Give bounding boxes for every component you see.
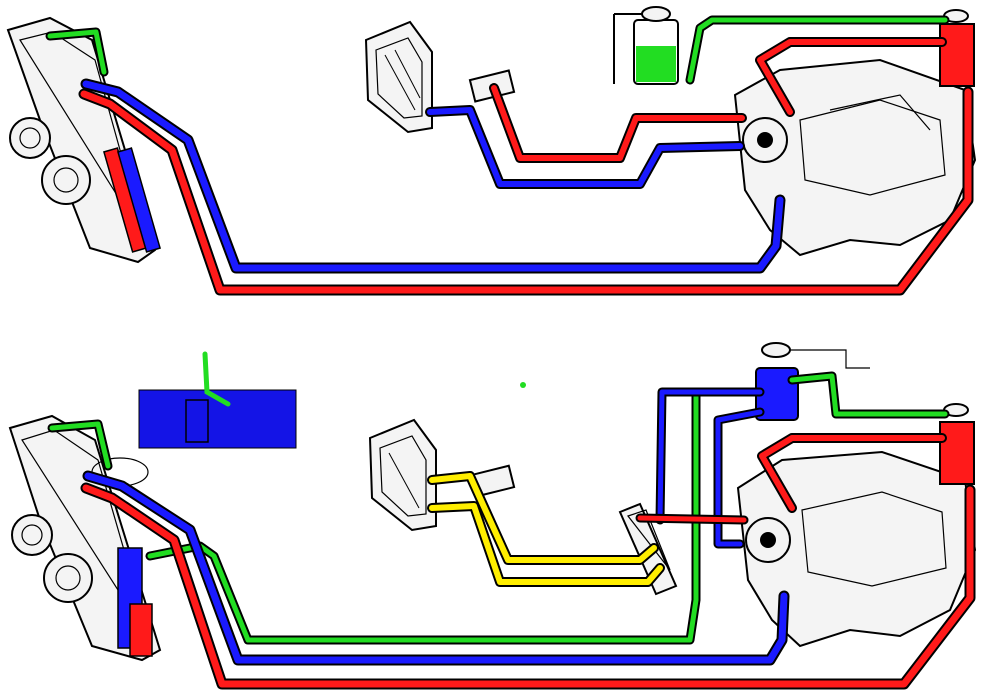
heater-core-icon (364, 20, 433, 134)
top-panel (6, 6, 977, 296)
expansion-tank-icon (939, 403, 975, 485)
engine-block-icon (733, 58, 977, 257)
top-hoses (45, 15, 974, 296)
coolant-reservoir-icon (755, 342, 870, 421)
heater-core-icon (368, 418, 437, 532)
heat-exchanger-icon (6, 16, 161, 264)
marker-dot (520, 382, 526, 388)
coolant-reservoir-icon (613, 6, 679, 85)
bottom-hoses (47, 371, 976, 690)
engine-block-icon (736, 450, 977, 648)
inset-valve-detail (138, 351, 297, 449)
heat-exchanger-icon (8, 414, 162, 662)
expansion-tank-icon (939, 9, 975, 87)
bottom-panel (8, 342, 977, 690)
